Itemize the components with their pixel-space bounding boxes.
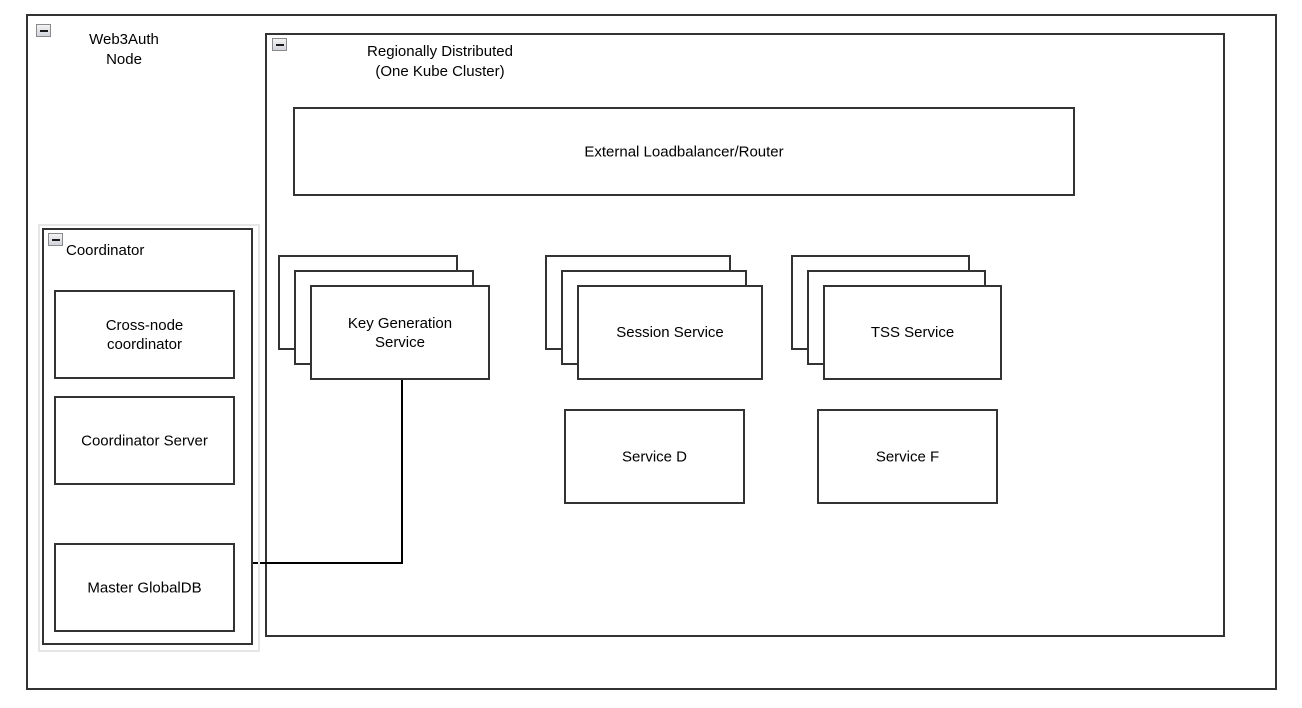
node-tss-service-stack[interactable]: TSS Service [791,255,1002,380]
node-master-globaldb-label: Master GlobalDB [87,579,202,596]
node-key-generation-service-stack[interactable]: Key Generation Service [278,255,490,380]
node-service-d-label: Service D [621,448,688,465]
node-session-service-label: Session Service [616,324,724,341]
node-external-loadbalancer-router[interactable]: External Loadbalancer/Router [293,107,1075,196]
collapse-minus-icon-regionally-distributed[interactable] [272,38,287,51]
node-session-service-stack[interactable]: Session Service [545,255,763,380]
connector-kgs-globaldb-horizontal [247,562,402,564]
node-service-f[interactable]: Service F [817,409,998,504]
node-master-globaldb[interactable]: Master GlobalDB [54,543,235,632]
node-tss-service-label: TSS Service [870,324,955,341]
key-generation-service-layer-front[interactable] [310,285,490,380]
node-key-generation-service-label: Key Generation Service [347,314,453,351]
node-external-loadbalancer-router-label: External Loadbalancer/Router [584,143,784,160]
collapse-minus-icon-coordinator[interactable] [48,233,63,246]
container-regionally-distributed-label: Regionally Distributed (One Kube Cluster… [367,43,513,80]
node-service-d[interactable]: Service D [564,409,745,504]
node-cross-node-coordinator-label: Cross-node coordinator [105,316,184,353]
connector-kgs-globaldb-vertical [401,380,403,564]
collapse-minus-icon-web3auth-node[interactable] [36,24,51,37]
container-coordinator-label: Coordinator [66,242,145,259]
node-coordinator-server[interactable]: Coordinator Server [54,396,235,485]
node-service-f-label: Service F [875,448,940,465]
node-coordinator-server-label: Coordinator Server [81,432,208,449]
tss-service-layer-front[interactable] [823,285,1002,380]
session-service-layer-front[interactable] [577,285,763,380]
container-web3auth-node-label: Web3Auth Node [89,31,159,68]
node-cross-node-coordinator[interactable]: Cross-node coordinator [54,290,235,379]
